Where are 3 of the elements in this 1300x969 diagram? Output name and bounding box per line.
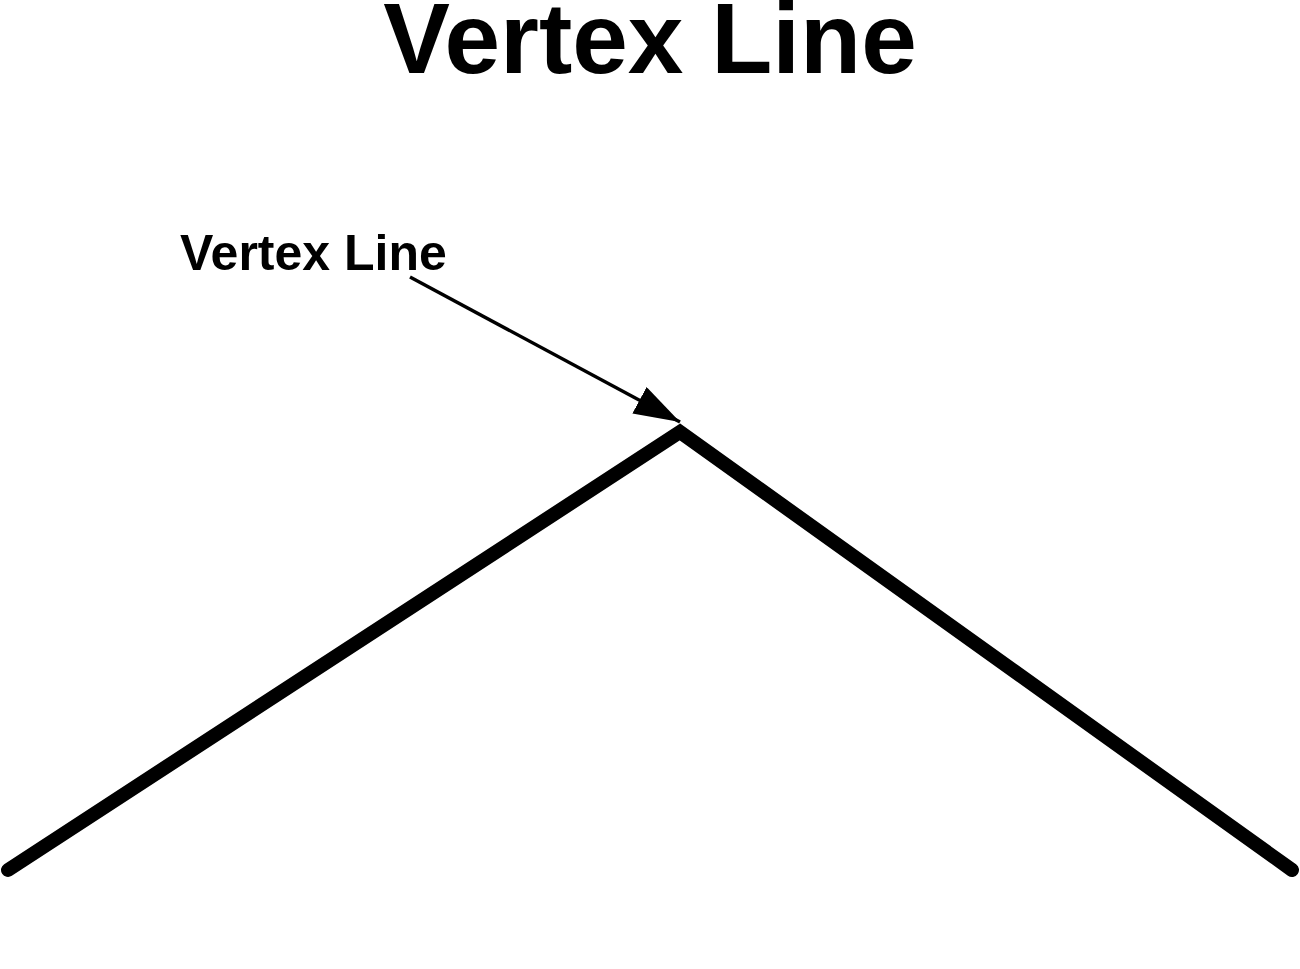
title: Vertex Line [382,0,918,88]
leader-arrow [409,275,681,424]
callout-label: Vertex Line [180,228,447,278]
